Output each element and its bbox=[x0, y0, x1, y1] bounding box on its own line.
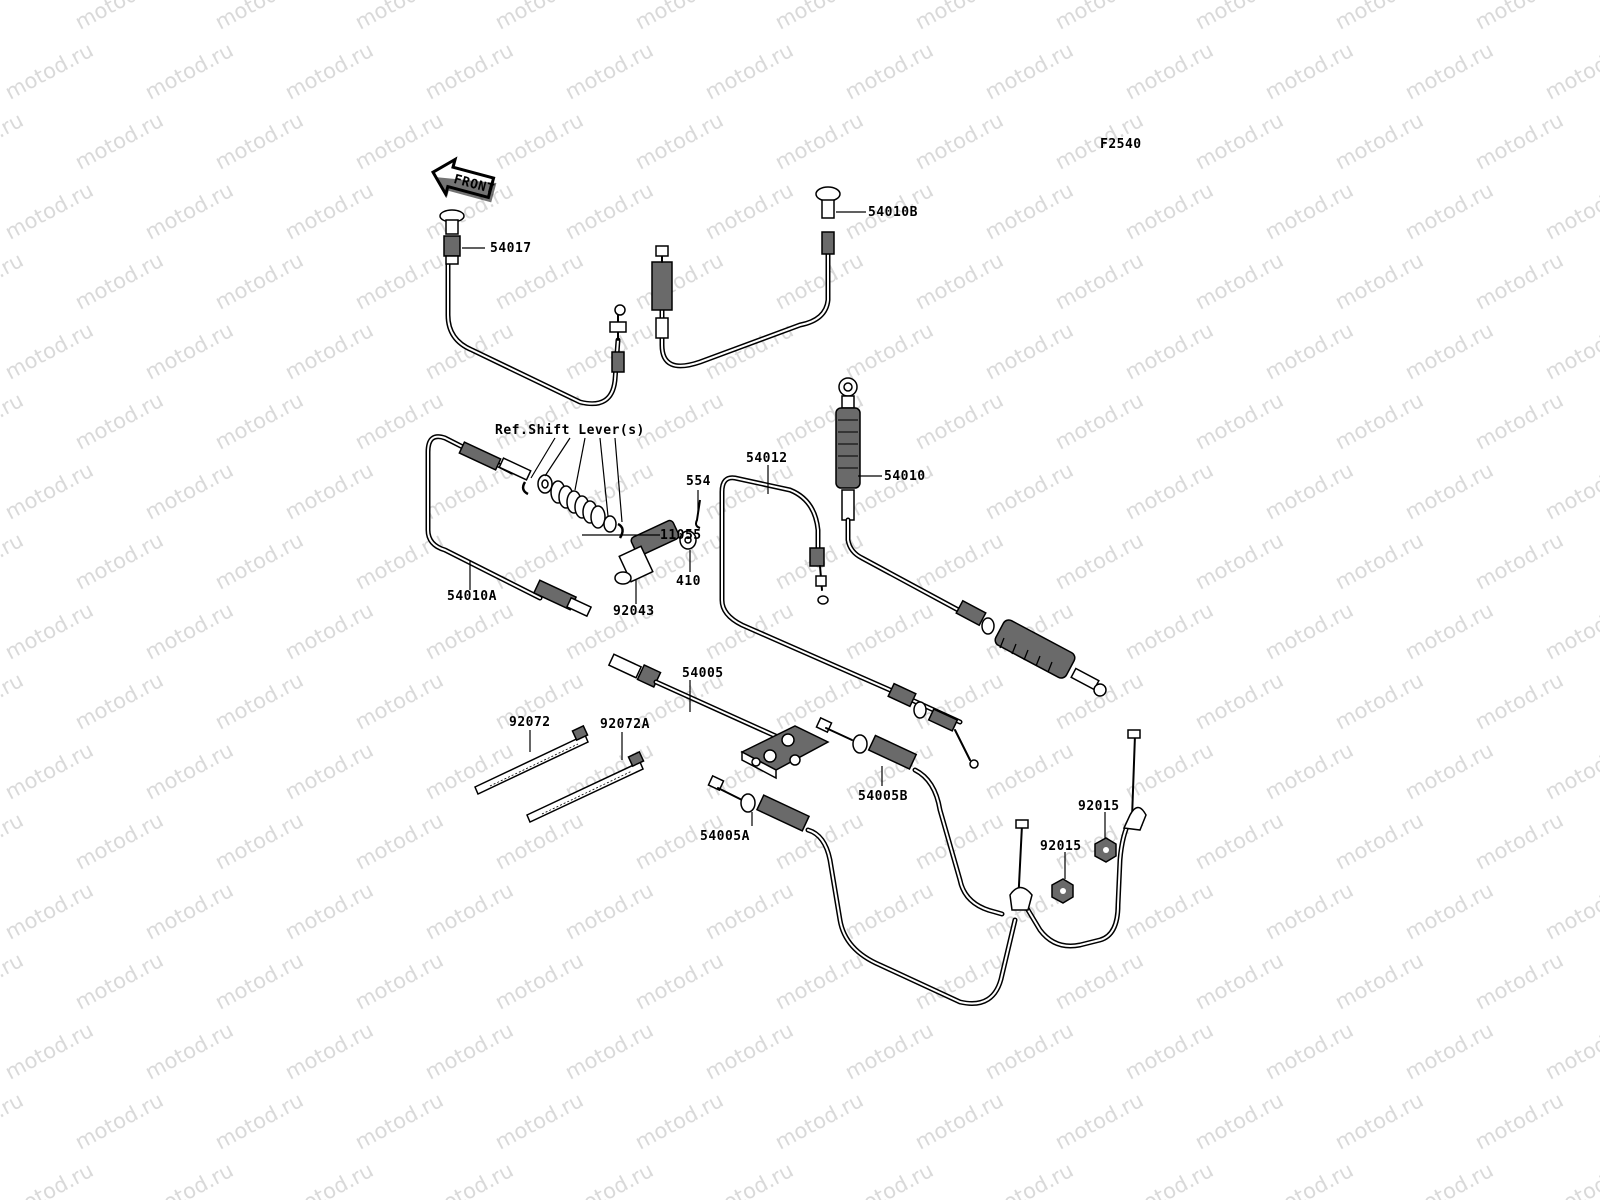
callout-54010: 54010 bbox=[884, 469, 926, 484]
callout-92072A: 92072A bbox=[600, 717, 650, 732]
cable-54010B bbox=[651, 186, 841, 369]
figure-code: F2540 bbox=[1100, 137, 1142, 152]
cable-tie-92072A bbox=[526, 750, 645, 824]
equalizer-bracket bbox=[740, 725, 830, 780]
cable-54017 bbox=[439, 209, 627, 407]
nut-92015-left bbox=[1051, 878, 1074, 904]
cable-54005 bbox=[607, 653, 830, 780]
callout-54005B: 54005B bbox=[858, 789, 908, 804]
pin-92043 bbox=[614, 545, 654, 585]
cable-54010A bbox=[425, 434, 593, 618]
nut-92015-right bbox=[1094, 837, 1117, 863]
callout-92015-right: 92015 bbox=[1078, 799, 1120, 814]
callout-92015-left: 92015 bbox=[1040, 839, 1082, 854]
callout-92043: 92043 bbox=[613, 604, 655, 619]
cable-54010 bbox=[835, 377, 1107, 697]
callout-92072: 92072 bbox=[509, 715, 551, 730]
shift-lever-parts bbox=[521, 474, 701, 585]
callout-54010A: 54010A bbox=[447, 589, 497, 604]
front-arrow-icon: FRONT bbox=[430, 156, 497, 203]
callout-410: 410 bbox=[676, 574, 701, 589]
callout-54017: 54017 bbox=[490, 241, 532, 256]
leader-lines bbox=[462, 211, 1106, 879]
callout-54005: 54005 bbox=[682, 666, 724, 681]
callout-11055: 11055 bbox=[660, 528, 702, 543]
callout-54010B: 54010B bbox=[868, 205, 918, 220]
callout-554: 554 bbox=[686, 474, 711, 489]
callout-54012: 54012 bbox=[746, 451, 788, 466]
spring-11055 bbox=[550, 480, 606, 529]
cable-tie-92072 bbox=[474, 724, 589, 796]
cable-54005A bbox=[707, 774, 1033, 1006]
reference-note-shift-lever: Ref.Shift Lever(s) bbox=[495, 423, 645, 438]
cable-54012 bbox=[719, 475, 979, 769]
callout-54005A: 54005A bbox=[700, 829, 750, 844]
cable-54005B bbox=[815, 716, 1147, 949]
